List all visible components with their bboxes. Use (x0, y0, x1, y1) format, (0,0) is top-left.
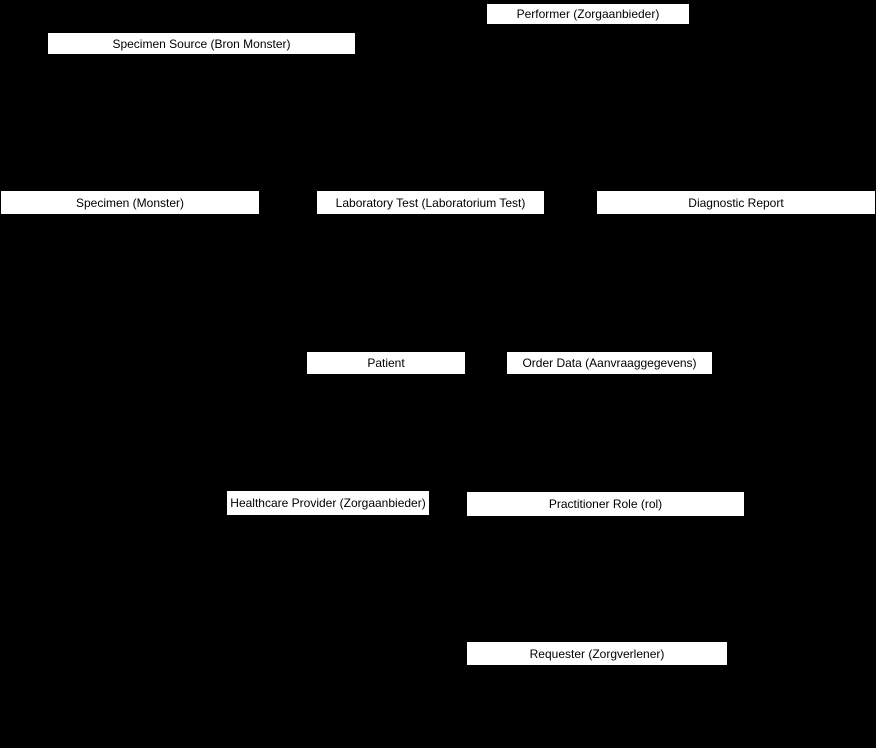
node-diagnostic-report[interactable]: Diagnostic Report (596, 190, 876, 215)
node-laboratory-test[interactable]: Laboratory Test (Laboratorium Test) (316, 190, 545, 215)
node-requester[interactable]: Requester (Zorgverlener) (466, 641, 728, 666)
node-order-data[interactable]: Order Data (Aanvraaggegevens) (506, 351, 713, 375)
node-specimen-source[interactable]: Specimen Source (Bron Monster) (47, 32, 356, 55)
node-patient[interactable]: Patient (306, 351, 466, 375)
node-specimen[interactable]: Specimen (Monster) (0, 190, 260, 215)
node-healthcare-provider[interactable]: Healthcare Provider (Zorgaanbieder) (226, 490, 430, 516)
node-practitioner-role[interactable]: Practitioner Role (rol) (466, 491, 745, 517)
node-performer[interactable]: Performer (Zorgaanbieder) (486, 3, 690, 25)
